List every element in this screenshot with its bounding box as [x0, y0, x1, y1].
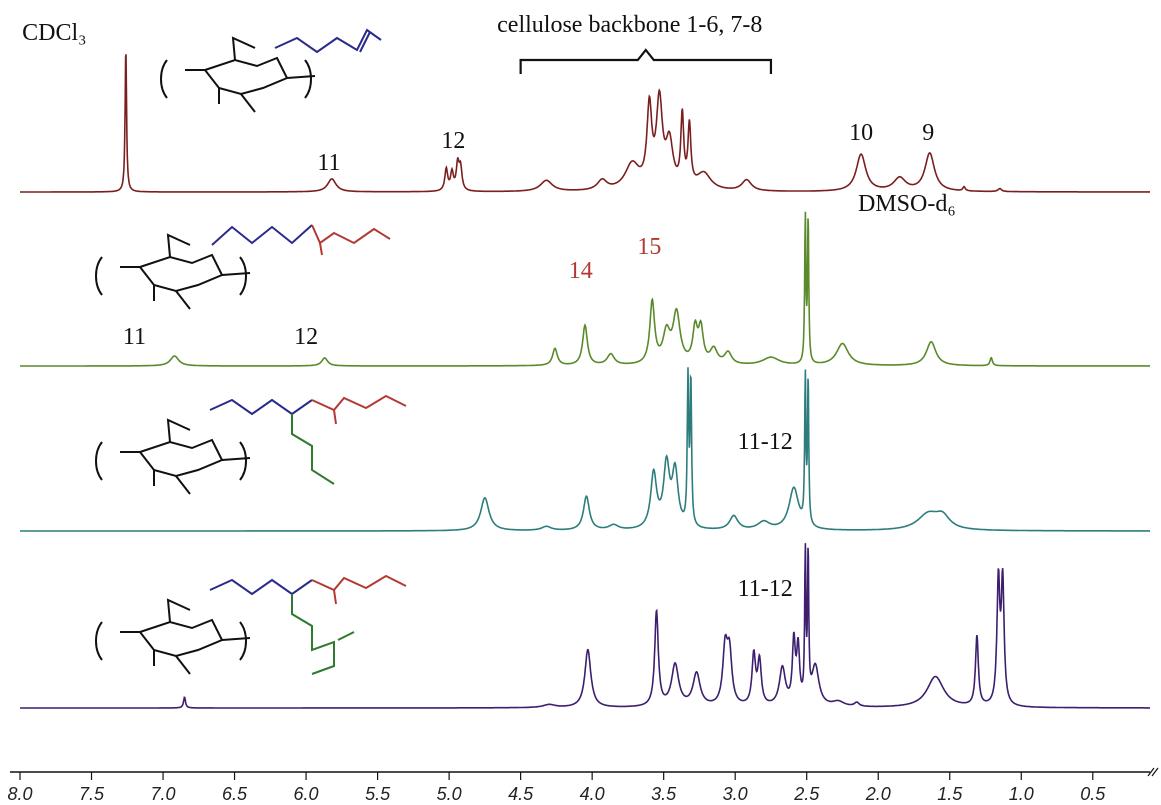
- structure-ester-cellulose: [95, 224, 391, 310]
- backbone-brace: [519, 48, 773, 74]
- spectrum-line-1: [20, 54, 1150, 193]
- structure-alkene-cellulose: [160, 28, 382, 113]
- x-tick-label: 6.5: [222, 784, 248, 804]
- peak-label-2-3: 12: [294, 324, 318, 350]
- peak-label-2-5: 15: [637, 234, 661, 260]
- peak-label-2-1: DMSO-d₆: [858, 191, 956, 217]
- x-tick-label: 4.0: [580, 784, 605, 804]
- x-tick-label: 7.0: [151, 784, 176, 804]
- peak-label-4-1: 11-12: [738, 576, 793, 602]
- spectra-layer: [20, 54, 1150, 709]
- peak-label-1-3: 12: [441, 128, 465, 154]
- peak-label-2-4: 14: [569, 258, 593, 284]
- x-tick-label: 3.5: [651, 784, 677, 804]
- peak-label-1-1: CDCl₃: [22, 20, 86, 46]
- x-tick-label: 1.5: [937, 784, 963, 804]
- x-tick-label: 6.0: [294, 784, 319, 804]
- backbone-label: cellulose backbone 1-6, 7-8: [497, 12, 762, 38]
- pyranose-ring: [160, 36, 316, 113]
- spectrum-line-4: [20, 543, 1150, 709]
- x-tick-label: 5.5: [365, 784, 391, 804]
- structure-thioether-cellulose: [95, 394, 407, 495]
- x-tick-label: 7.5: [79, 784, 105, 804]
- x-axis: 8.0 7.5 7.0 6.5 6.0 5.5 5.0 4.5 4.0 3.5 3.0 2.5 2.0 1…: [7, 767, 1159, 804]
- structure-carboxylic-cellulose: [95, 574, 407, 675]
- axis-break-mark: [1147, 767, 1159, 777]
- peak-label-2-2: 11: [123, 324, 146, 350]
- x-tick-label: 2.0: [865, 784, 891, 804]
- alkene-chain: [274, 28, 382, 54]
- x-tick-label: 5.0: [437, 784, 462, 804]
- spectrum-line-2: [20, 211, 1150, 367]
- peak-label-1-5: 9: [922, 120, 934, 146]
- peak-label-1-2: 11: [317, 150, 340, 176]
- x-tick-label: 2.5: [793, 784, 820, 804]
- spectrum-line-3: [20, 367, 1150, 532]
- x-tick-label: 1.0: [1009, 784, 1034, 804]
- x-tick-label: 4.5: [508, 784, 534, 804]
- peak-label-1-4: 10: [849, 120, 873, 146]
- peak-label-3-1: 11-12: [738, 429, 793, 455]
- x-tick-label: 3.0: [723, 784, 748, 804]
- x-tick-label: 8.0: [7, 784, 32, 804]
- x-tick-label: 0.5: [1080, 784, 1106, 804]
